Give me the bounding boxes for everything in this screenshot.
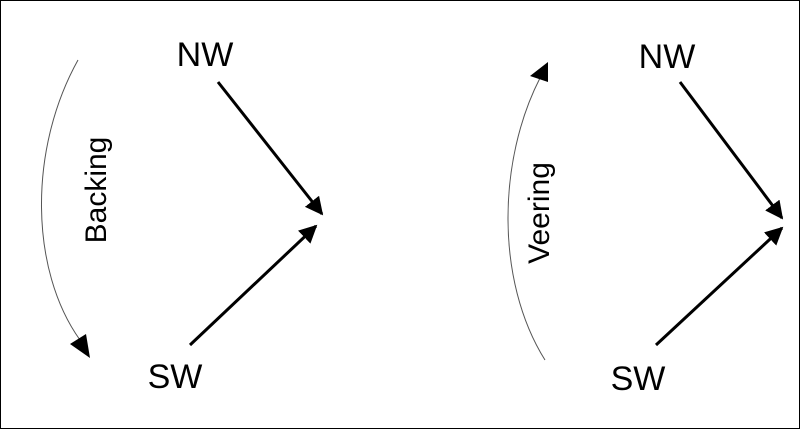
veering-sw-label: SW (611, 360, 666, 398)
veering-nw-arrow (678, 81, 784, 220)
veering-nw-label: NW (639, 38, 696, 76)
backing-nw-label: NW (177, 36, 234, 74)
panel-backing: Backing NW SW (41, 36, 324, 396)
backing-label: Backing (80, 137, 113, 244)
backing-sw-arrow (188, 224, 318, 347)
backing-rotation-arc (41, 59, 81, 341)
veering-arc-arrowhead (530, 62, 548, 82)
veering-label: Veering (523, 162, 556, 264)
veering-rotation-arc (507, 77, 546, 361)
veering-sw-arrow (654, 226, 784, 347)
backing-arc-arrowhead (70, 334, 90, 358)
panel-veering: Veering NW SW (507, 38, 784, 398)
backing-sw-label: SW (148, 358, 203, 396)
backing-nw-arrow (216, 81, 324, 216)
